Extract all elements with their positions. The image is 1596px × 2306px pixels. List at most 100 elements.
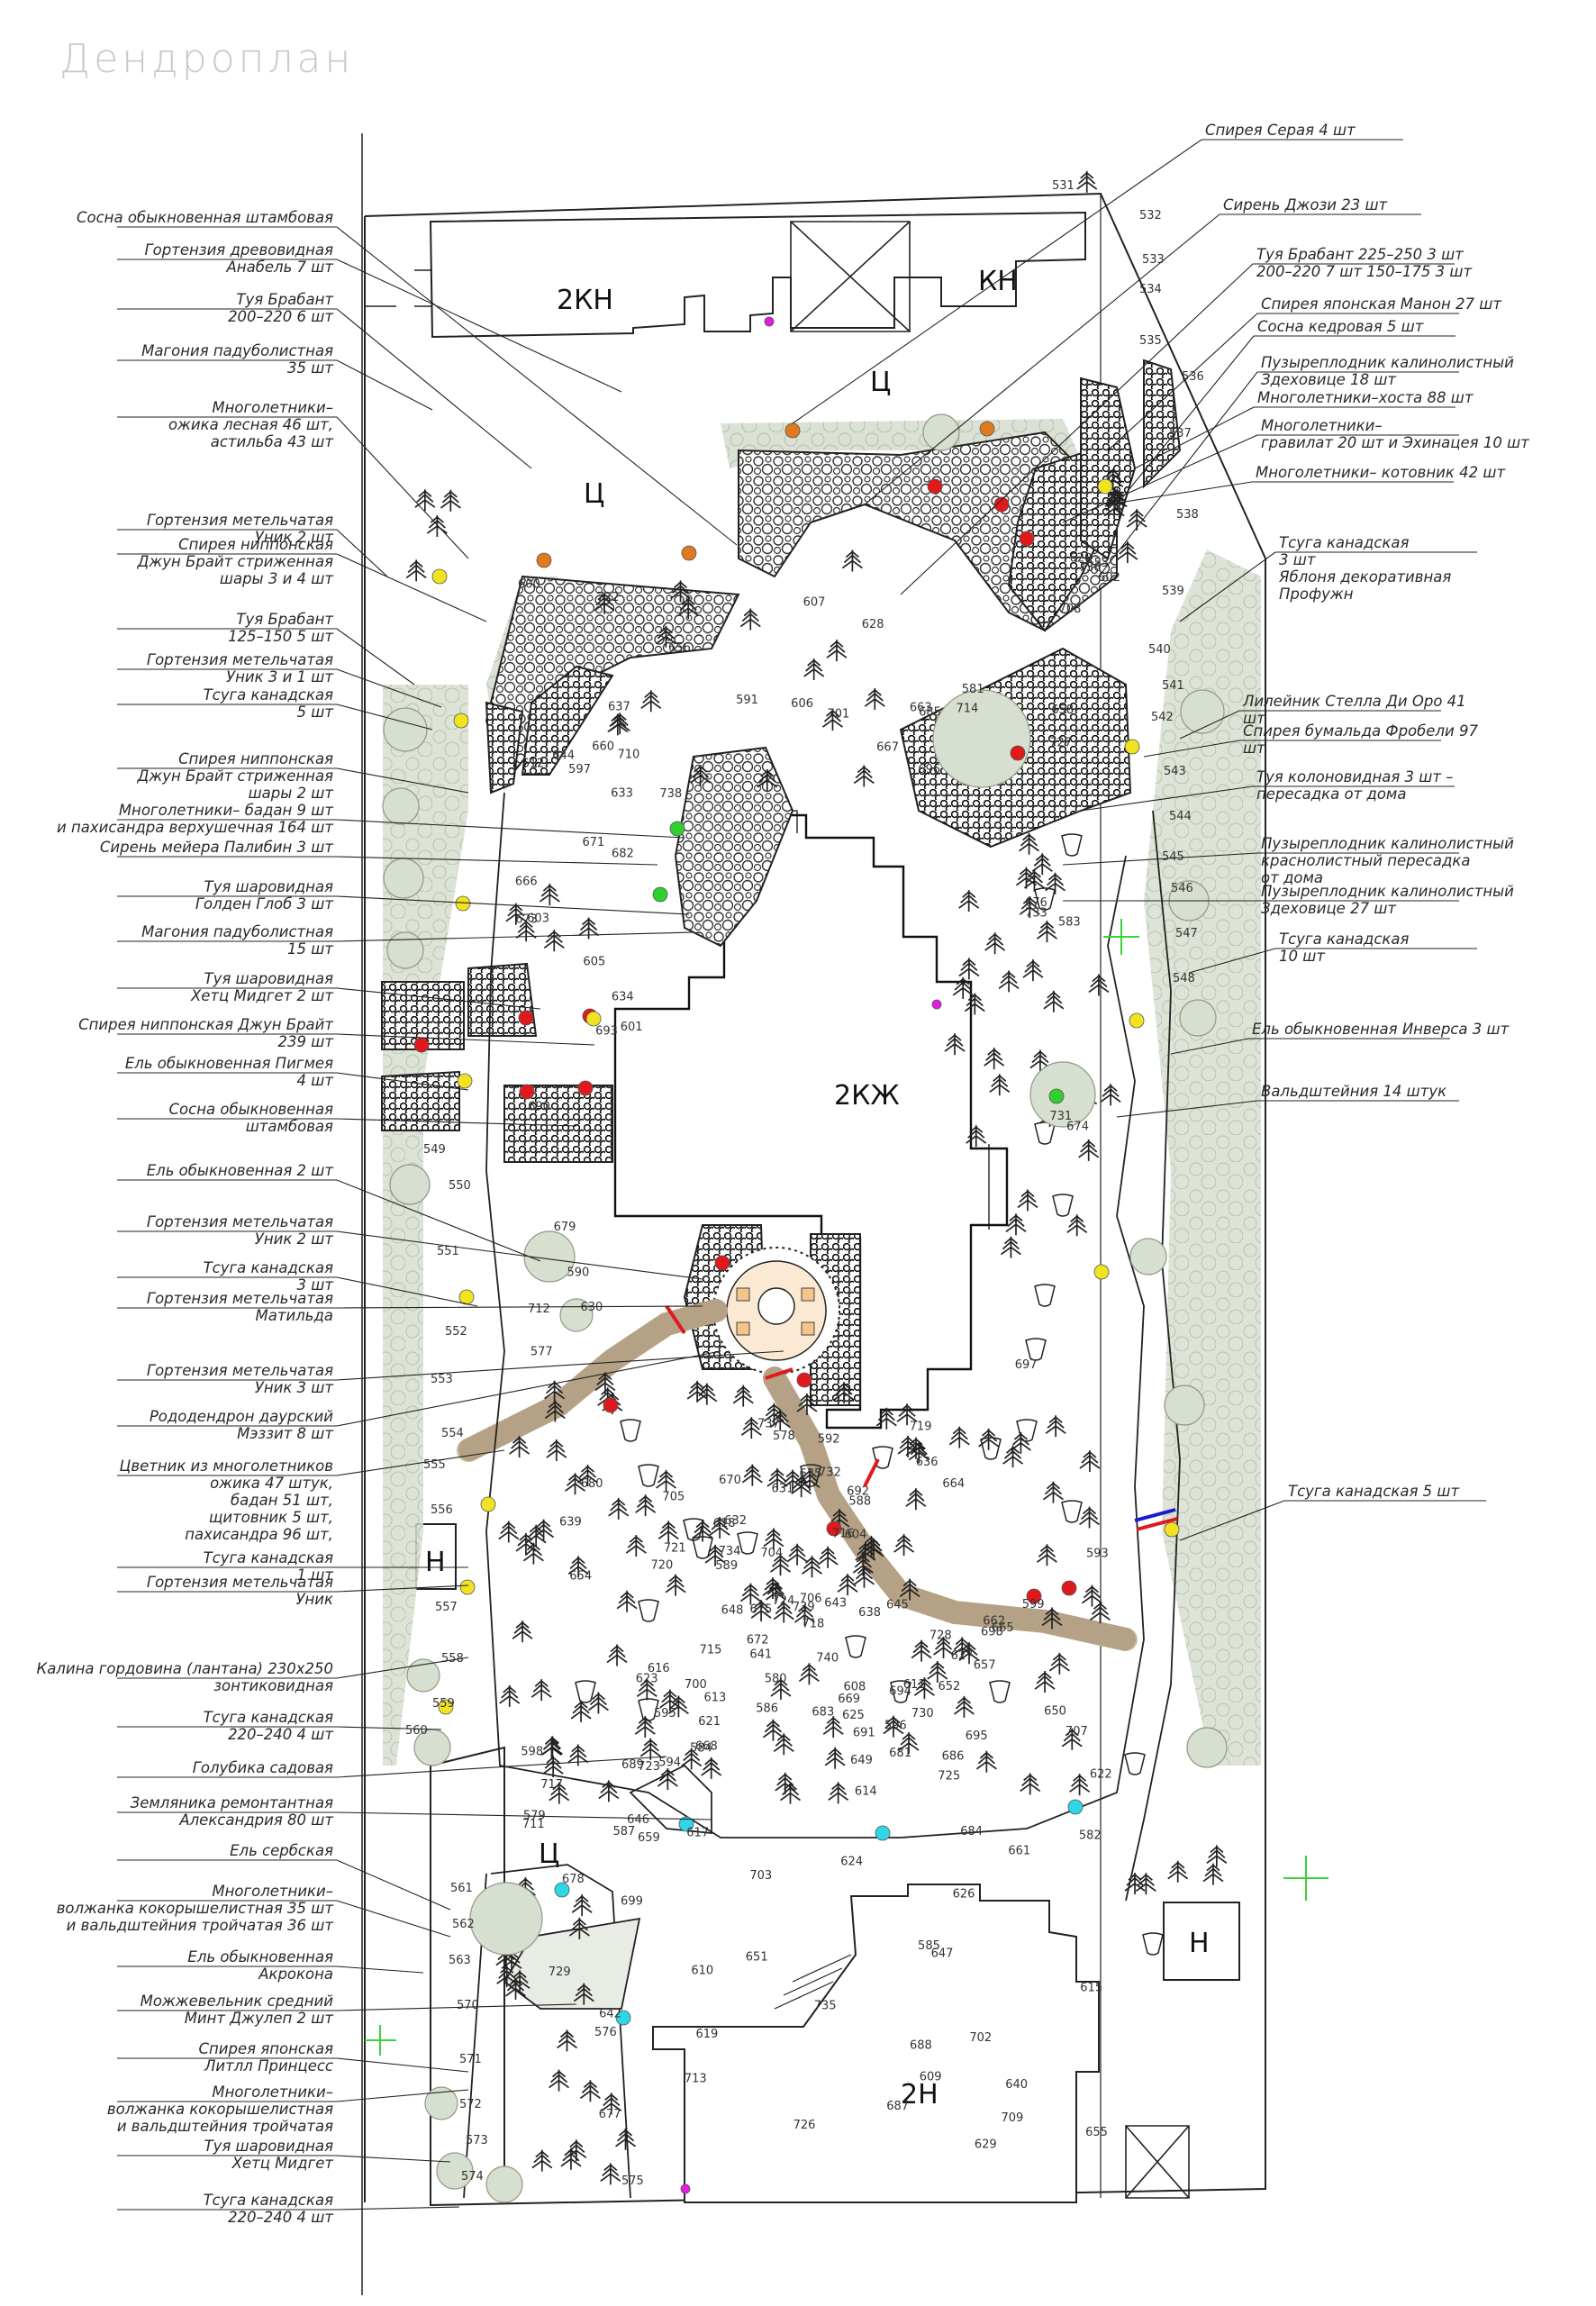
conifer-tree [1017,1188,1038,1212]
leader-line [117,416,469,559]
plant-number: 586 [756,1702,778,1715]
plant-number: 535 [1139,334,1162,348]
plant-label-line: Спирея ниппонская [178,536,333,553]
conifer-tree [625,1534,648,1557]
plant-number: 536 [1182,370,1204,384]
plant-number: 675 [749,1602,772,1616]
tree-canopy [932,689,1031,788]
tree-canopy [383,858,424,899]
plant-label: Туя колоновидная 3 шт –пересадка от дома [1256,768,1453,803]
yellow-marker-dot [455,895,471,912]
conifer-tree [1018,831,1040,856]
plant-number: 687 [886,2100,909,2113]
plant-label-line: Пузыреплодник калинолистный [1261,835,1514,852]
plant-label-line: Джун Брайт стриженная [136,553,333,570]
plant-number: 636 [916,1456,939,1469]
plant-number: 641 [749,1648,772,1661]
leader-line [117,2155,451,2163]
leader-line [117,1657,469,1679]
leader-line [864,213,1421,505]
tree-canopy [424,2086,458,2120]
leader-line [1098,371,1459,577]
yellow-marker-dot [458,1289,475,1305]
plant-number: 638 [858,1606,881,1620]
conifer-tree [911,1639,932,1663]
yellow-marker-dot [1124,739,1140,755]
conifer-tree [700,1757,722,1780]
plant-number: 585 [918,1939,940,1953]
plant-number: 562 [452,1918,475,1931]
plant-label-line: Ель обыкновенная 2 шт [147,1162,334,1179]
plant-number: 571 [459,2053,482,2066]
conifer-tree [1116,540,1138,564]
plant-number: 697 [1015,1358,1038,1372]
leader-line [117,2057,469,2073]
deciduous-shrub [1061,1500,1083,1523]
plant-label-line: шары 2 шт [249,785,334,802]
zone-c2: Ц [870,367,891,398]
plant-number: 721 [664,1542,686,1556]
plant-number: 705 [662,1490,685,1503]
leader-line [117,931,694,942]
conifer-tree [639,689,662,713]
plant-label-line: Тсуга канадская [1279,931,1409,948]
green-marker-dot [652,886,668,903]
conifer-tree [998,969,1020,994]
conifer-tree [739,607,762,631]
leader-line [117,1350,721,1427]
plant-number: 703 [749,1869,772,1883]
leader-line [117,1350,784,1381]
red-marker-dot [796,1372,812,1388]
plant-label-line: Гортензия древовидная [144,241,333,259]
plant-label: Многолетники–волжанка кокорышелистная 35… [57,1883,334,1934]
leader-line [117,987,541,1010]
plant-label-line: Уник 2 шт [255,529,334,546]
plant-label-line: зонтиковидная [213,1677,333,1694]
plant-label-line: Тсуга канадская [204,686,333,704]
conifer-tree [841,549,864,573]
plant-number: 544 [1169,810,1192,823]
leader-line [1062,852,1459,866]
plant-label-line: Туя Брабант [236,291,333,308]
deciduous-shrub [638,1599,659,1622]
deciduous-shrub [1142,1932,1164,1956]
conifer-tree [426,514,449,538]
plant-number: 686 [942,1750,965,1764]
plant-number: 613 [703,1691,726,1704]
conifer-tree [957,889,980,913]
red-marker-dot [1010,745,1026,761]
plant-number: 668 [695,1739,718,1753]
conifer-tree [827,1781,849,1805]
red-marker-dot [826,1521,842,1537]
plant-number: 661 [1008,1845,1030,1858]
plant-number: 618 [713,1517,736,1530]
plant-label-line: Калина гордовина (лантана) 230х250 [36,1660,333,1677]
plant-label-line: Сосна кедровая 5 шт [1257,318,1424,335]
plant-number: 732 [819,1466,841,1479]
tree-canopy [1186,1727,1228,1768]
plant-numbers: 5315325335345355365375385395405415425435… [405,179,1204,2188]
tree-canopy [406,1658,440,1693]
plant-number: 596 [884,1720,907,1733]
conifer-tree [556,2029,578,2053]
plant-number: 626 [953,1888,975,1902]
plant-number: 602 [1098,571,1120,585]
plant-number: 660 [592,740,614,754]
marker-dots [413,316,1180,2194]
plant-number: 574 [461,2170,484,2183]
plant-number: 718 [802,1618,824,1631]
plant-number: 699 [621,1895,643,1909]
leader-line [117,2206,460,2211]
conifer-tree [1002,1445,1024,1468]
plant-label-line: Многолетники– [1261,417,1383,434]
plant-label-line: Уник 2 шт [255,1230,334,1248]
plant-number: 590 [567,1266,589,1279]
plant-number: 601 [621,1021,643,1034]
conifer-tree [803,658,825,681]
plant-label-line: Тсуга канадская [204,2192,333,2209]
